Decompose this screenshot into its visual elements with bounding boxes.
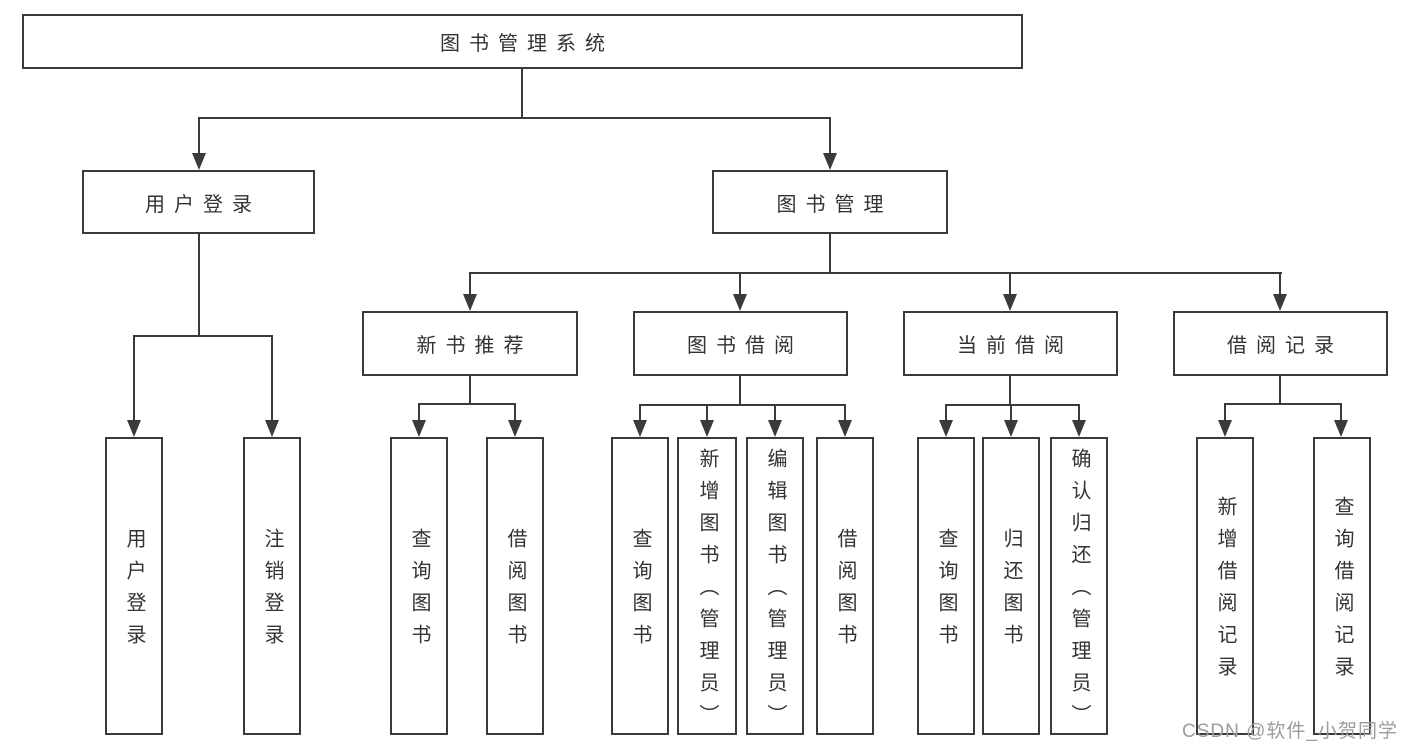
connector-drop-records-2 [1340, 403, 1342, 421]
connector-drop-borrow-3 [774, 404, 776, 421]
arrowhead-borrow-3 [768, 420, 782, 437]
arrowhead-bookborrow [733, 294, 747, 311]
node-leaf-current-query-books-label: 查询图书 [935, 528, 957, 656]
node-leaf-borrow-query-books-label: 查询图书 [629, 528, 651, 656]
node-leaf-confirm-return-admin: 确认归还（管理员） [1050, 437, 1108, 736]
arrowhead-userlogin-2 [265, 420, 279, 437]
connector-drop-user-login [198, 117, 200, 155]
connector-drop-current-2 [1010, 404, 1012, 421]
connector-newbookrec-stem [469, 376, 471, 403]
node-leaf-confirm-return-admin-label: 确认归还（管理员） [1068, 448, 1090, 736]
arrowhead-records-1 [1218, 420, 1232, 437]
arrowhead-userlogin-1 [127, 420, 141, 437]
connector-root-stem [521, 68, 523, 118]
node-leaf-logout: 注销登录 [243, 437, 301, 735]
connector-drop-borrowrecords [1279, 272, 1281, 296]
connector-drop-userlogin-2 [271, 335, 273, 421]
connector-drop-rec-1 [418, 403, 420, 421]
connector-bookborrow-stem [739, 376, 741, 404]
arrowhead-rec-2 [508, 420, 522, 437]
arrowhead-newbookrec [463, 294, 477, 311]
node-leaf-rec-query-books: 查询图书 [390, 437, 448, 735]
node-book-borrow-label: 图书借阅 [687, 335, 803, 357]
connector-root-horizontal [198, 117, 831, 119]
node-book-mgmt-label: 图书管理 [776, 193, 893, 216]
node-leaf-rec-query-books-label: 查询图书 [408, 528, 430, 656]
node-leaf-add-borrow-record: 新增借阅记录 [1196, 437, 1254, 735]
arrowhead-current-3 [1072, 420, 1086, 437]
arrowhead-currentborrow [1003, 294, 1017, 311]
node-leaf-user-login-label: 用户登录 [123, 528, 145, 656]
connector-drop-bookborrow [739, 272, 741, 296]
node-leaf-add-borrow-record-label: 新增借阅记录 [1214, 496, 1236, 688]
arrowhead-records-2 [1334, 420, 1348, 437]
node-book-mgmt: 图书管理 [712, 170, 948, 234]
connector-newbookrec-horizontal [418, 403, 516, 405]
connector-drop-records-1 [1224, 403, 1226, 421]
connector-userlogin-horizontal [133, 335, 273, 337]
node-borrow-records-label: 借阅记录 [1227, 335, 1343, 357]
connector-drop-current-1 [945, 404, 947, 421]
node-current-borrow-label: 当前借阅 [957, 335, 1073, 357]
connector-drop-currentborrow [1009, 272, 1011, 296]
arrowhead-borrow-2 [700, 420, 714, 437]
csdn-watermark: CSDN @软件_小贺同学 [1182, 721, 1398, 742]
node-leaf-edit-books-admin-label: 编辑图书（管理员） [764, 448, 786, 736]
node-leaf-borrow-query-books: 查询图书 [611, 437, 669, 735]
node-borrow-records: 借阅记录 [1173, 311, 1388, 376]
node-leaf-query-borrow-record: 查询借阅记录 [1313, 437, 1371, 735]
arrowhead-borrow-1 [633, 420, 647, 437]
connector-drop-book-mgmt [829, 117, 831, 155]
connector-currentborrow-horizontal [945, 404, 1080, 406]
node-leaf-add-books-admin-label: 新增图书（管理员） [696, 448, 718, 736]
connector-bookmgmt-horizontal [469, 272, 1282, 274]
node-leaf-return-books: 归还图书 [982, 437, 1040, 735]
node-root-label: 图书管理系统 [440, 33, 614, 55]
connector-bookborrow-horizontal [639, 404, 846, 406]
connector-borrowrecords-stem [1279, 376, 1281, 403]
node-leaf-rec-borrow-books-label: 借阅图书 [504, 528, 526, 656]
connector-currentborrow-stem [1009, 376, 1011, 404]
node-user-login: 用户登录 [82, 170, 315, 234]
connector-drop-userlogin-1 [133, 335, 135, 421]
node-leaf-borrow-books-label: 借阅图书 [834, 528, 856, 656]
arrowhead-rec-1 [412, 420, 426, 437]
node-new-book-rec-label: 新书推荐 [416, 335, 533, 357]
arrowhead-book-mgmt [823, 153, 837, 170]
node-book-borrow: 图书借阅 [633, 311, 848, 376]
node-current-borrow: 当前借阅 [903, 311, 1118, 376]
node-leaf-borrow-books: 借阅图书 [816, 437, 874, 735]
connector-drop-rec-2 [514, 403, 516, 421]
connector-drop-borrow-4 [844, 404, 846, 421]
connector-drop-current-3 [1078, 404, 1080, 421]
arrowhead-user-login [192, 153, 206, 170]
connector-drop-newbookrec [469, 272, 471, 296]
connector-borrowrecords-horizontal [1224, 403, 1342, 405]
node-leaf-add-books-admin: 新增图书（管理员） [677, 437, 737, 736]
node-leaf-current-query-books: 查询图书 [917, 437, 975, 735]
connector-userlogin-stem [198, 234, 200, 335]
connector-bookmgmt-stem [829, 234, 831, 272]
arrowhead-borrow-4 [838, 420, 852, 437]
arrowhead-current-1 [939, 420, 953, 437]
node-leaf-logout-label: 注销登录 [261, 528, 283, 656]
connector-drop-borrow-1 [639, 404, 641, 421]
arrowhead-borrowrecords [1273, 294, 1287, 311]
node-leaf-user-login: 用户登录 [105, 437, 163, 735]
node-new-book-rec: 新书推荐 [362, 311, 578, 376]
node-root: 图书管理系统 [22, 14, 1023, 69]
arrowhead-current-2 [1004, 420, 1018, 437]
connector-drop-borrow-2 [706, 404, 708, 421]
node-leaf-return-books-label: 归还图书 [1000, 528, 1022, 656]
node-leaf-edit-books-admin: 编辑图书（管理员） [746, 437, 804, 736]
node-leaf-rec-borrow-books: 借阅图书 [486, 437, 544, 735]
node-user-login-label: 用户登录 [145, 193, 261, 216]
node-leaf-query-borrow-record-label: 查询借阅记录 [1331, 496, 1353, 688]
